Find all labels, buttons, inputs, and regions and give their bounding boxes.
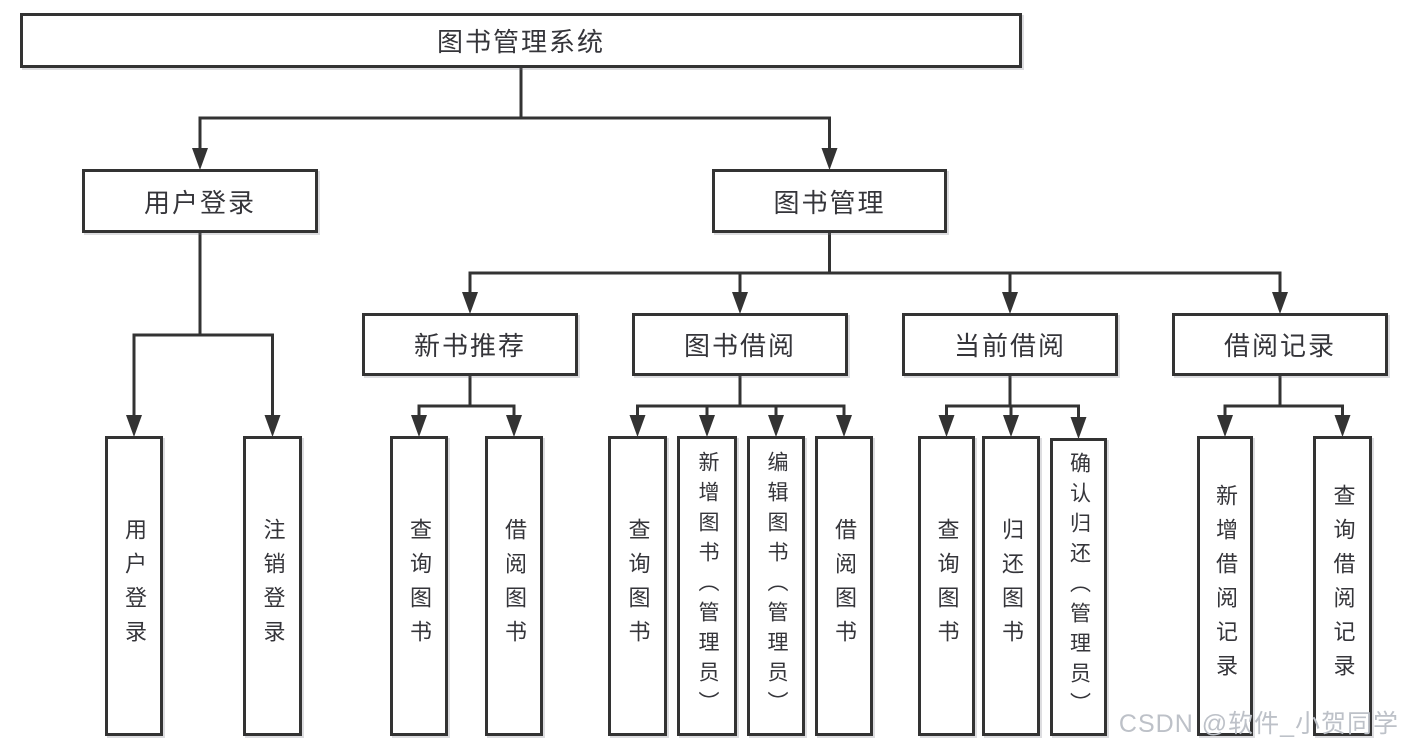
node-leaf-borrow-1: 借阅图书: [485, 436, 543, 736]
node-label: 用户登录: [143, 187, 256, 218]
node-leaf-borrow-2: 借阅图书: [815, 436, 873, 736]
node-label: 查询图书: [407, 518, 432, 654]
node-leaf-logout: 注销登录: [243, 436, 302, 736]
node-leaf-return: 归还图书: [982, 436, 1040, 736]
node-label: 用户登录: [122, 518, 147, 654]
node-label: 查询图书: [934, 518, 960, 654]
node-leaf-edit-book: 编辑图书（管理员）: [747, 436, 805, 736]
node-label: 查询图书: [625, 518, 651, 654]
node-label: 借阅图书: [832, 518, 857, 654]
node-label: 新书推荐: [413, 331, 526, 361]
node-leaf-confirm: 确认归还（管理员）: [1050, 438, 1107, 736]
node-current-borrow: 当前借阅: [902, 313, 1118, 376]
node-label: 当前借阅: [953, 331, 1066, 361]
node-borrow-records: 借阅记录: [1172, 313, 1388, 376]
node-leaf-user-login: 用户登录: [105, 436, 163, 736]
node-user-login: 用户登录: [82, 169, 318, 233]
node-label: 归还图书: [999, 518, 1024, 654]
node-label: 图书管理: [773, 187, 886, 218]
node-label: 借阅图书: [502, 518, 527, 654]
node-new-book-rec: 新书推荐: [362, 313, 578, 376]
node-leaf-query-2: 查询图书: [608, 436, 667, 736]
node-leaf-add-book: 新增图书（管理员）: [677, 436, 737, 736]
node-label: 图书借阅: [683, 331, 796, 361]
node-label: 查询借阅记录: [1330, 484, 1356, 688]
node-root: 图书管理系统: [20, 13, 1022, 68]
node-leaf-query-3: 查询图书: [918, 436, 975, 736]
watermark: CSDN @软件_小贺同学: [1118, 710, 1399, 738]
node-leaf-add-record: 新增借阅记录: [1197, 436, 1253, 736]
node-label: 确认归还（管理员）: [1067, 452, 1091, 722]
node-leaf-query-1: 查询图书: [390, 436, 448, 736]
node-book-borrow: 图书借阅: [632, 313, 848, 376]
node-label: 借阅记录: [1223, 331, 1336, 361]
node-leaf-query-record: 查询借阅记录: [1313, 436, 1372, 736]
node-label: 图书管理系统: [436, 27, 605, 57]
node-label: 新增图书（管理员）: [696, 451, 719, 721]
node-label: 新增借阅记录: [1213, 484, 1238, 688]
node-label: 注销登录: [260, 518, 286, 654]
node-book-mgmt: 图书管理: [712, 169, 947, 233]
node-label: 编辑图书（管理员）: [765, 451, 788, 721]
